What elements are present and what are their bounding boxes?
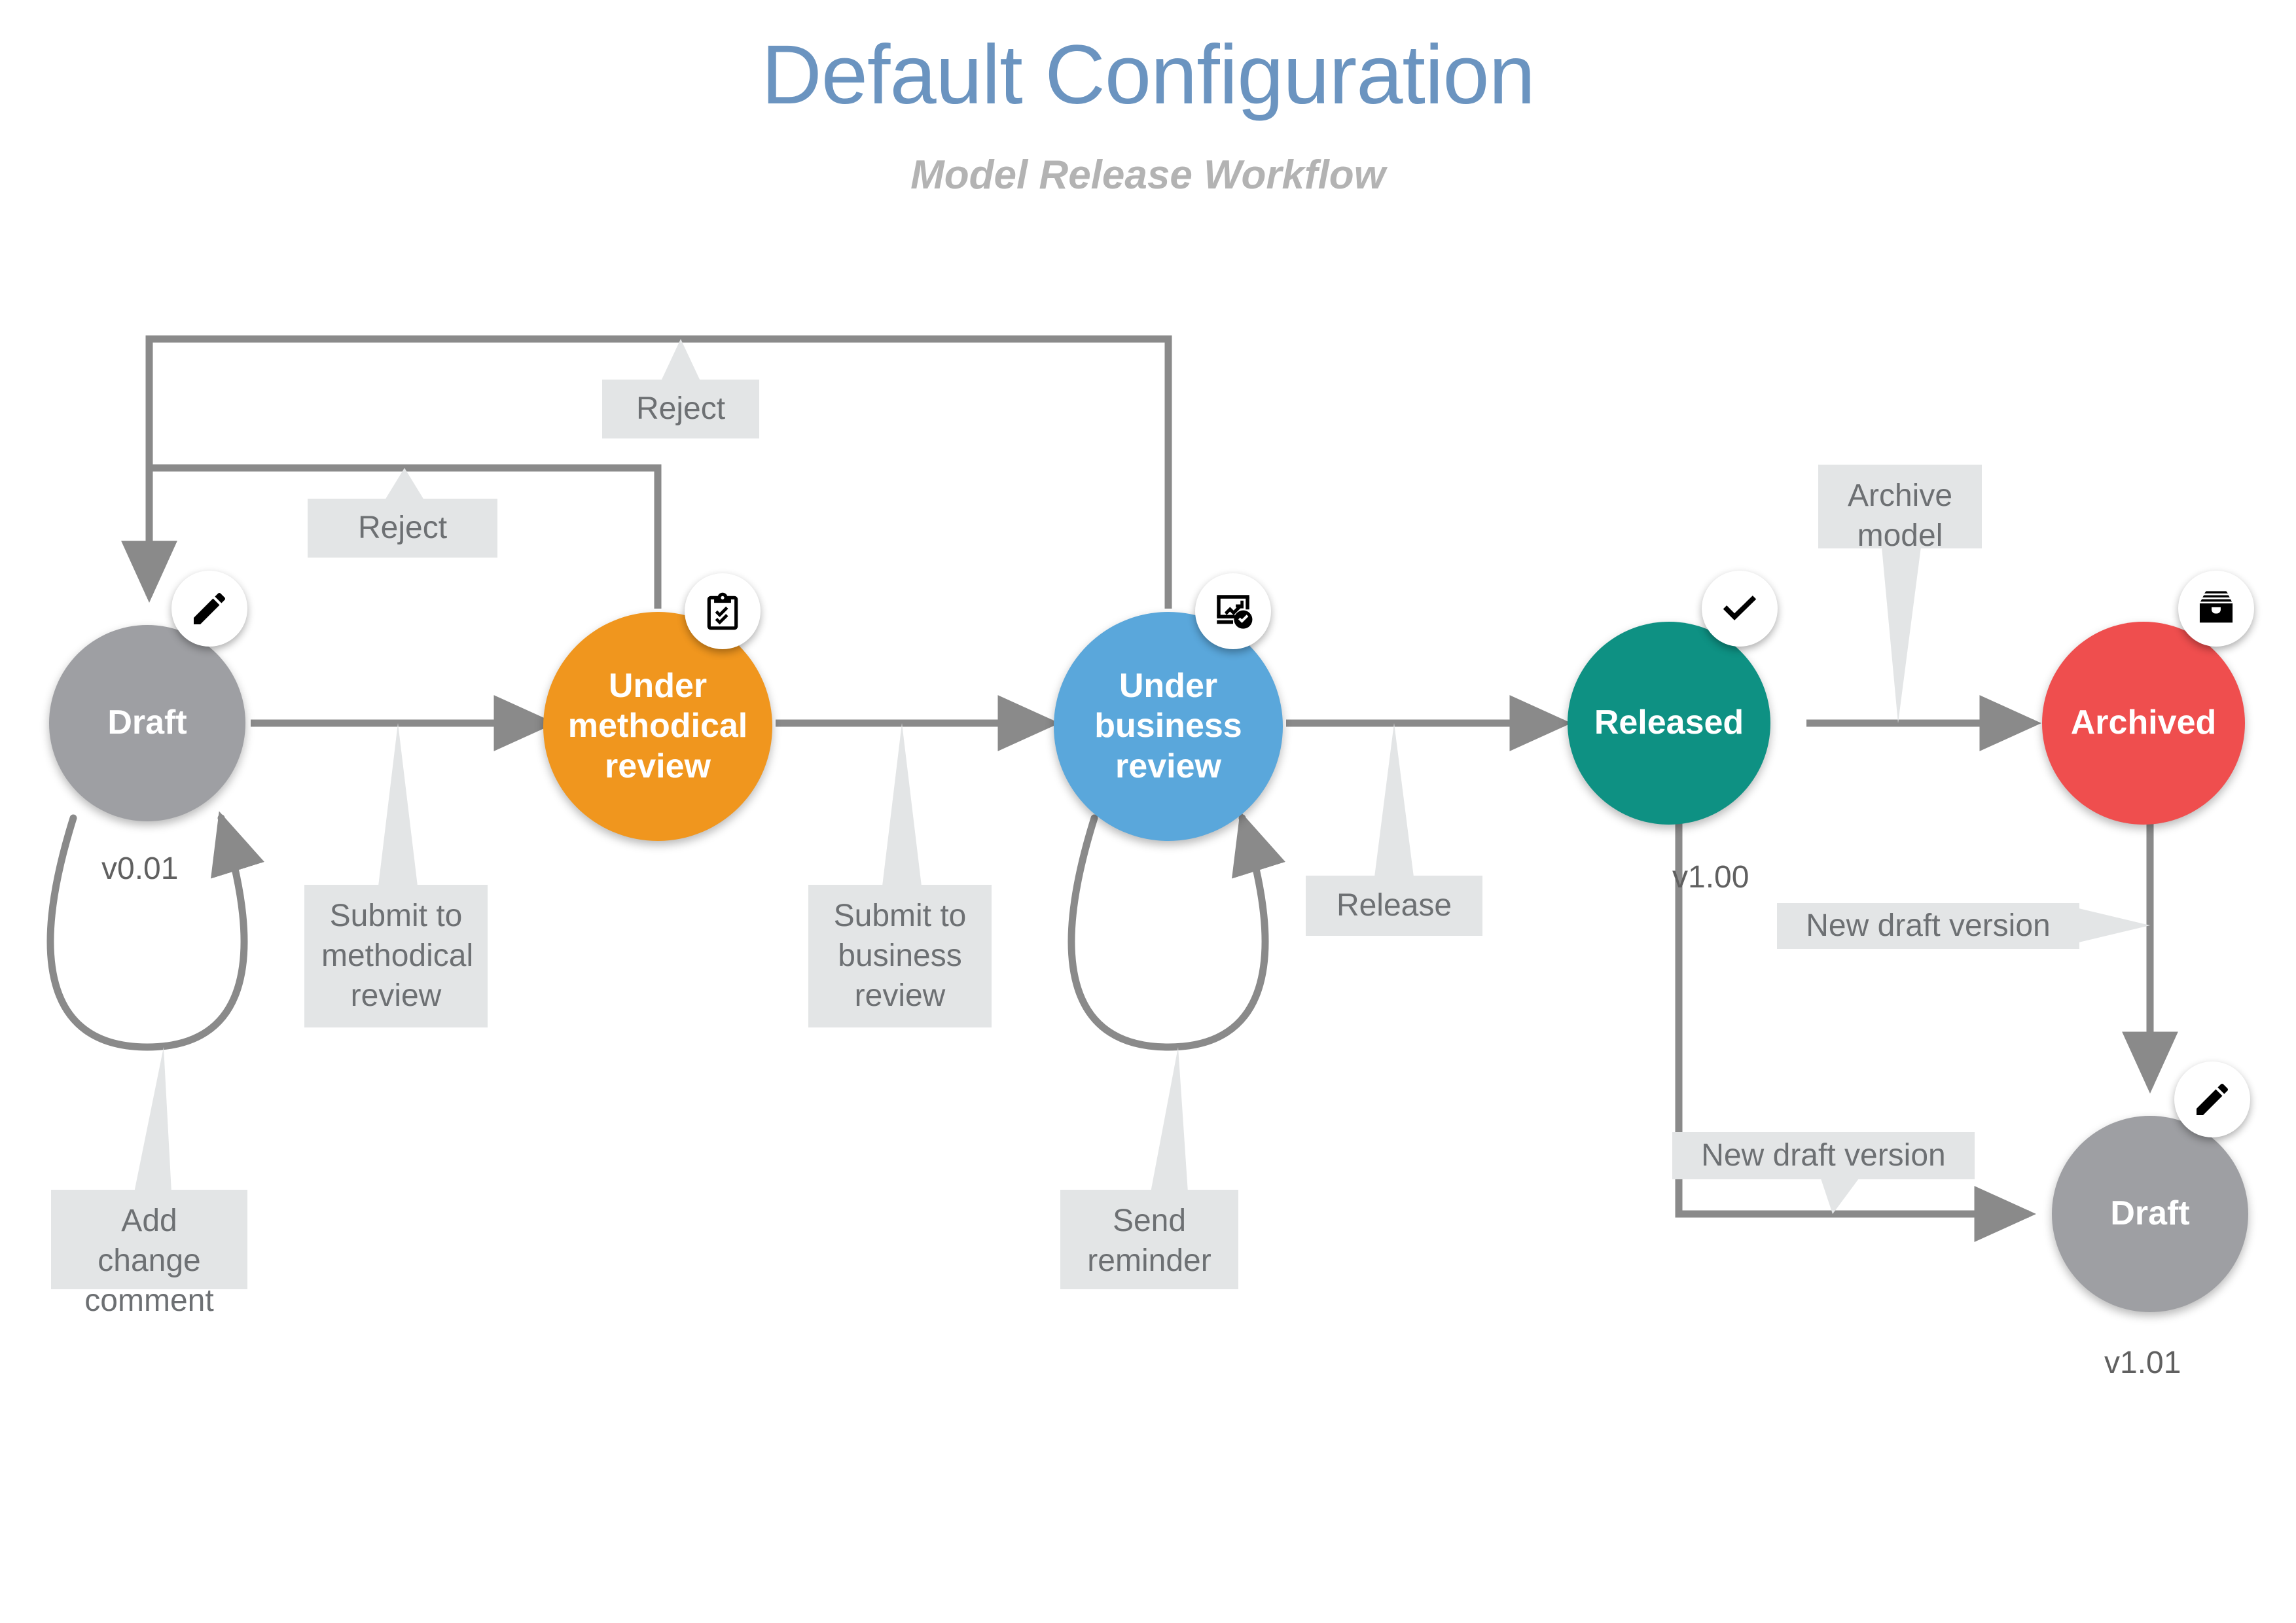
node-released[interactable]: Released [1568, 622, 1770, 825]
tail-submit-business [882, 723, 922, 886]
node-draft[interactable]: Draft [49, 625, 245, 821]
edge-label-submit-methodical: Submit to methodical review [304, 885, 488, 1027]
node-archived-label: Archived [2070, 704, 2217, 742]
edge-label-reject-lower: Reject [308, 499, 497, 558]
released-version-caption: v1.00 [1672, 860, 1749, 895]
edge-label-release: Release [1306, 876, 1482, 936]
node-under-methodical-review-label: Under methodical review [567, 666, 748, 785]
tail-new-draft-version-top [2079, 908, 2150, 942]
tail-new-draft-version-bottom [1821, 1179, 1859, 1214]
pencil-icon[interactable] [2174, 1061, 2250, 1137]
node-under-business-review[interactable]: Under business review [1054, 612, 1283, 841]
node-draft-label: Draft [107, 704, 187, 742]
clipboard-check-icon[interactable] [685, 573, 761, 649]
tail-send-reminder [1151, 1047, 1188, 1192]
edge-label-reject-top: Reject [602, 380, 759, 438]
node-draft-next[interactable]: Draft [2052, 1116, 2248, 1312]
edge-label-submit-business: Submit to business review [808, 885, 992, 1027]
chart-approved-icon[interactable] [1195, 573, 1271, 649]
edge-released-to-draft-next [1675, 818, 2037, 1242]
tail-reject-lower [385, 468, 424, 500]
node-under-business-review-label: Under business review [1094, 666, 1242, 785]
edge-business-self-loop [1067, 811, 1285, 1051]
edge-methodical-reject-to-draft [149, 464, 662, 609]
tail-release [1374, 723, 1414, 877]
edge-label-new-draft-version-bottom: New draft version [1672, 1132, 1975, 1179]
tail-archive-model [1882, 547, 1921, 723]
archive-box-icon[interactable] [2178, 571, 2254, 647]
node-under-methodical-review[interactable]: Under methodical review [543, 612, 772, 841]
pencil-icon[interactable] [171, 571, 247, 647]
edge-label-archive-model: Archive model [1818, 465, 1982, 553]
page-subtitle: Model Release Workflow [910, 152, 1386, 198]
check-icon[interactable] [1702, 571, 1778, 647]
tail-reject-top [661, 339, 700, 381]
draft-next-version-caption: v1.01 [2104, 1346, 2181, 1380]
edge-label-new-draft-version-top: New draft version [1777, 903, 2079, 949]
node-archived[interactable]: Archived [2042, 622, 2245, 825]
edge-label-add-change-comment: Add change comment [51, 1190, 247, 1318]
node-draft-next-label: Draft [2110, 1194, 2190, 1233]
edge-draft-self-loop [46, 811, 264, 1051]
tail-add-change-comment [134, 1047, 171, 1192]
edge-label-send-reminder: Send reminder [1060, 1190, 1238, 1289]
tail-submit-methodical [378, 723, 418, 886]
page-title: Default Configuration [761, 28, 1535, 122]
node-released-label: Released [1594, 704, 1744, 742]
draft-version-caption: v0.01 [101, 851, 179, 886]
